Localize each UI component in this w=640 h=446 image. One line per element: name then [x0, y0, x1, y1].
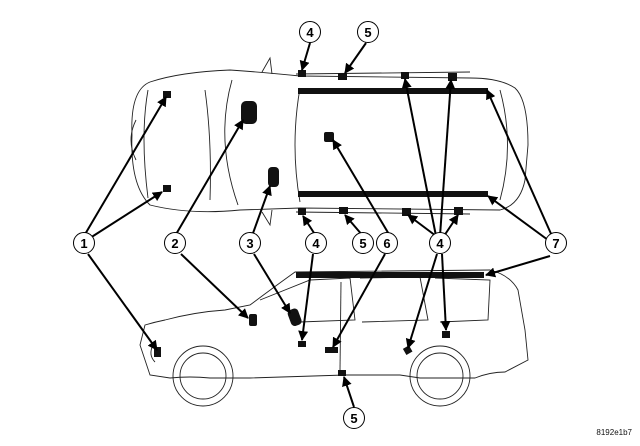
callout-6: 6	[376, 232, 398, 254]
callout-3: 3	[239, 232, 261, 254]
callout-4-top: 4	[299, 21, 321, 43]
figure-id-label: 8192e1b7	[596, 428, 632, 437]
callout-4-right: 4	[429, 232, 451, 254]
callout-2: 2	[164, 232, 186, 254]
top-view-components	[163, 70, 463, 216]
roof-rail-side	[296, 272, 484, 278]
roof-rail-upper	[298, 88, 488, 94]
side-view-components	[154, 308, 450, 376]
roof-rail-lower	[298, 191, 488, 197]
callout-5-bottom: 5	[343, 407, 365, 429]
callout-7: 7	[545, 232, 567, 254]
callout-1: 1	[73, 232, 95, 254]
leader-lines	[83, 42, 553, 408]
callout-4-lower-left: 4	[305, 232, 327, 254]
side-view-vehicle	[139, 269, 529, 407]
callout-5-top: 5	[357, 21, 379, 43]
callout-5-middle: 5	[352, 232, 374, 254]
